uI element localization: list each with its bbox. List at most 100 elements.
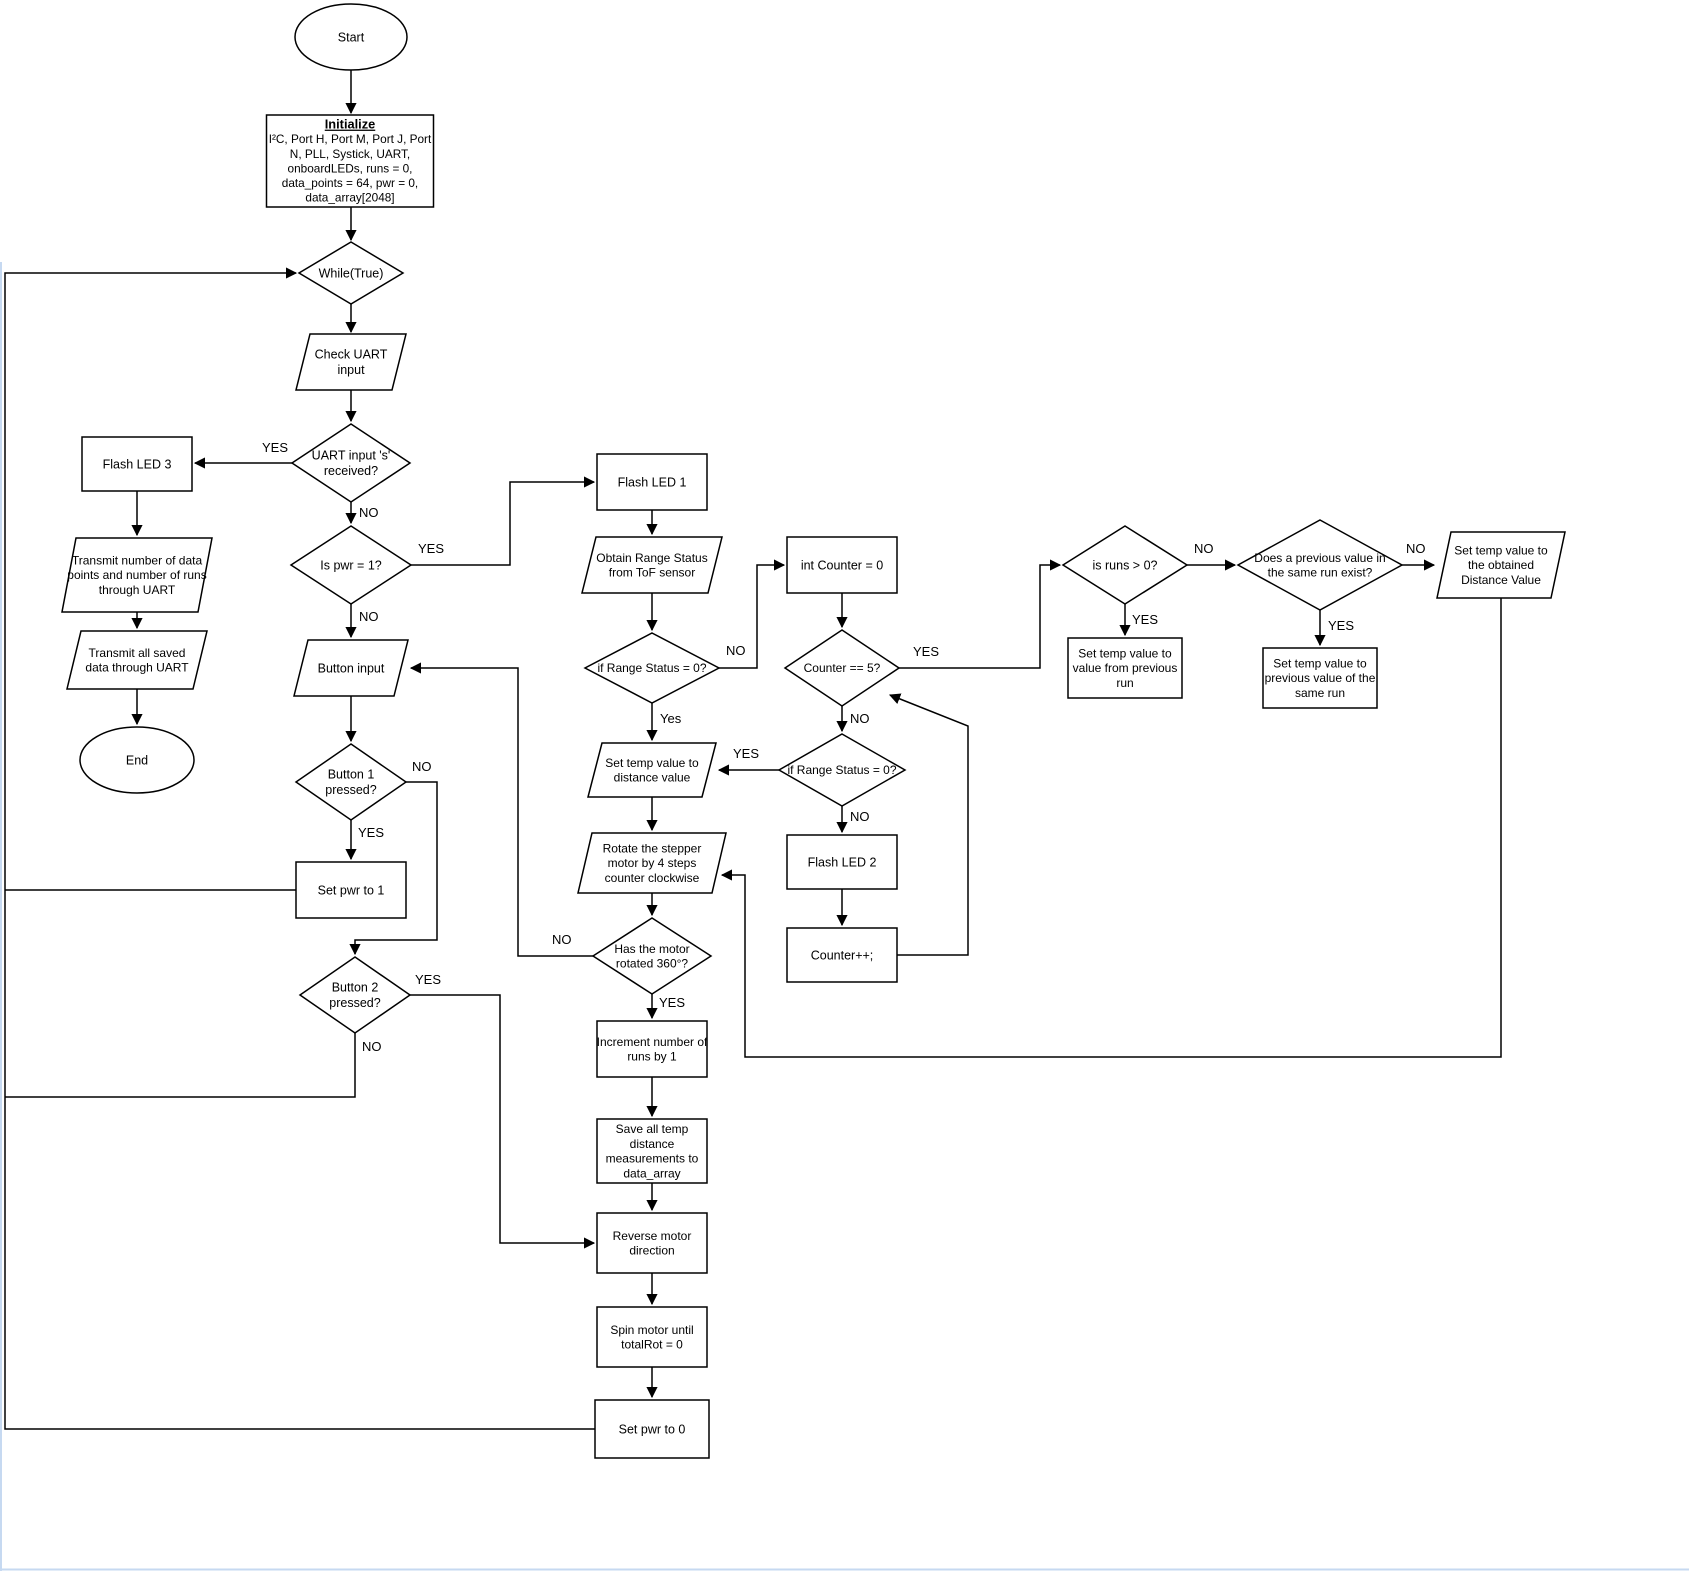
flash-led-1-shape bbox=[596, 453, 708, 511]
counter-equals-5-label: Counter == 5? bbox=[804, 661, 881, 675]
edge-counter5-yes-is-runs: YES bbox=[899, 559, 1062, 669]
transmit-points-runs-shape bbox=[61, 537, 213, 613]
rotate-stepper-shape bbox=[577, 832, 727, 894]
edge-label-does-prev-no-set-temp-obtained: NO bbox=[1406, 541, 1426, 556]
set-temp-previous-run-shape bbox=[1067, 637, 1183, 699]
edge-label-if-range2-no-flash-led2: NO bbox=[850, 809, 870, 824]
edge-if-range1-no-int-counter: NO bbox=[719, 559, 786, 669]
edge-has-rotated-no-button-input: NO bbox=[409, 662, 593, 957]
edge-if-range1-yes-set-temp-dist: Yes bbox=[646, 703, 682, 742]
int-counter-0-label: int Counter = 0 bbox=[801, 558, 883, 572]
edge-button1-yes-set-pwr1: YES bbox=[345, 820, 384, 861]
is-runs-greater-0-label: is runs > 0? bbox=[1093, 558, 1158, 572]
set-pwr-to-1-label: Set pwr to 1 bbox=[318, 883, 385, 897]
while-true-shape bbox=[297, 241, 405, 305]
node-while-true: While(True) bbox=[297, 241, 405, 305]
edge-label-button2-no-loop-left: NO bbox=[362, 1039, 382, 1054]
button-2-pressed-shape bbox=[298, 956, 412, 1034]
counter-plus-plus-shape bbox=[786, 927, 898, 983]
edge-uart-received-no-is-pwr: NO bbox=[345, 502, 379, 525]
node-is-pwr-1: Is pwr = 1? bbox=[289, 525, 413, 605]
node-set-pwr-to-1: Set pwr to 1 bbox=[295, 861, 407, 919]
if-range-status-0-second-shape bbox=[777, 733, 907, 807]
edge-set-temp-obtained-loop-rotate bbox=[720, 598, 1502, 1058]
set-temp-obtained-distance-shape bbox=[1436, 531, 1566, 599]
check-uart-input-shape bbox=[295, 333, 407, 391]
edge-line-button2-yes-reverse bbox=[410, 994, 596, 1249]
edge-button2-yes-reverse: YES bbox=[410, 972, 596, 1249]
is-pwr-1-shape bbox=[289, 525, 413, 605]
edge-line-has-rotated-no-button-input bbox=[409, 662, 593, 957]
edge-line-counter5-yes-is-runs bbox=[899, 559, 1062, 669]
edge-if-range2-no-flash-led2: NO bbox=[836, 806, 870, 834]
node-counter-plus-plus: Counter++; bbox=[786, 927, 898, 983]
edge-label-button1-yes-set-pwr1: YES bbox=[358, 825, 384, 840]
start-shape bbox=[294, 3, 408, 71]
edge-line-if-range1-no-int-counter bbox=[719, 559, 786, 669]
set-pwr-to-0-shape bbox=[594, 1399, 710, 1459]
end-shape bbox=[79, 726, 195, 794]
uart-input-s-received-shape bbox=[290, 423, 412, 503]
node-flash-led-1: Flash LED 1 bbox=[596, 453, 708, 511]
edge-label-if-range1-no-int-counter: NO bbox=[726, 643, 746, 658]
edge-label-button2-yes-reverse: YES bbox=[415, 972, 441, 987]
node-is-runs-greater-0: is runs > 0? bbox=[1061, 525, 1189, 605]
initialize-shape bbox=[265, 114, 435, 208]
start-label: Start bbox=[338, 30, 365, 44]
node-button-input: Button input bbox=[293, 639, 409, 697]
edge-button2-no-loop-left: NO bbox=[5, 1033, 382, 1098]
node-uart-input-s-received: UART input 's'received? bbox=[290, 423, 412, 503]
flash-led-1-label: Flash LED 1 bbox=[618, 475, 687, 489]
edge-line-set-temp-obtained-loop-rotate bbox=[720, 598, 1502, 1058]
edge-uart-received-yes-flash-led3: YES bbox=[193, 440, 292, 469]
edge-line-is-pwr-yes-flash-led1 bbox=[411, 476, 596, 566]
if-range-status-0-second-label: if Range Status = 0? bbox=[787, 763, 896, 777]
edge-is-runs-no-does-prev: NO bbox=[1187, 541, 1237, 571]
end-label: End bbox=[126, 753, 148, 767]
edge-label-has-rotated-no-button-input: NO bbox=[552, 932, 572, 947]
edge-line-button2-no-loop-left bbox=[5, 1033, 356, 1098]
node-if-range-status-0-first: if Range Status = 0? bbox=[583, 632, 721, 704]
edge-counter5-no-if-range2: NO bbox=[836, 706, 870, 733]
edge-label-is-runs-no-does-prev: NO bbox=[1194, 541, 1214, 556]
node-set-pwr-to-0: Set pwr to 0 bbox=[594, 1399, 710, 1459]
edge-set-pwr0-loop-while bbox=[4, 267, 595, 1430]
set-temp-distance-shape bbox=[587, 742, 717, 798]
obtain-range-status-shape bbox=[581, 536, 723, 594]
edge-counterpp-loop-counter5 bbox=[888, 693, 969, 956]
flash-led-2-label: Flash LED 2 bbox=[808, 855, 877, 869]
button-input-shape bbox=[293, 639, 409, 697]
has-motor-rotated-360-shape bbox=[591, 917, 713, 995]
edge-label-uart-received-no-is-pwr: NO bbox=[359, 505, 379, 520]
edge-has-rotated-yes-increment: YES bbox=[646, 994, 685, 1020]
edge-does-prev-yes-set-temp-same: YES bbox=[1314, 610, 1354, 647]
edge-line-set-pwr0-loop-while bbox=[4, 267, 595, 1430]
node-if-range-status-0-second: if Range Status = 0? bbox=[777, 733, 907, 807]
if-range-status-0-first-label: if Range Status = 0? bbox=[597, 661, 706, 675]
edge-label-is-runs-yes-set-temp-prev-run: YES bbox=[1132, 612, 1158, 627]
node-flash-led-2: Flash LED 2 bbox=[786, 834, 898, 890]
button-1-pressed-shape bbox=[294, 743, 408, 821]
node-flash-led-3: Flash LED 3 bbox=[81, 436, 193, 492]
edge-label-uart-received-yes-flash-led3: YES bbox=[262, 440, 288, 455]
